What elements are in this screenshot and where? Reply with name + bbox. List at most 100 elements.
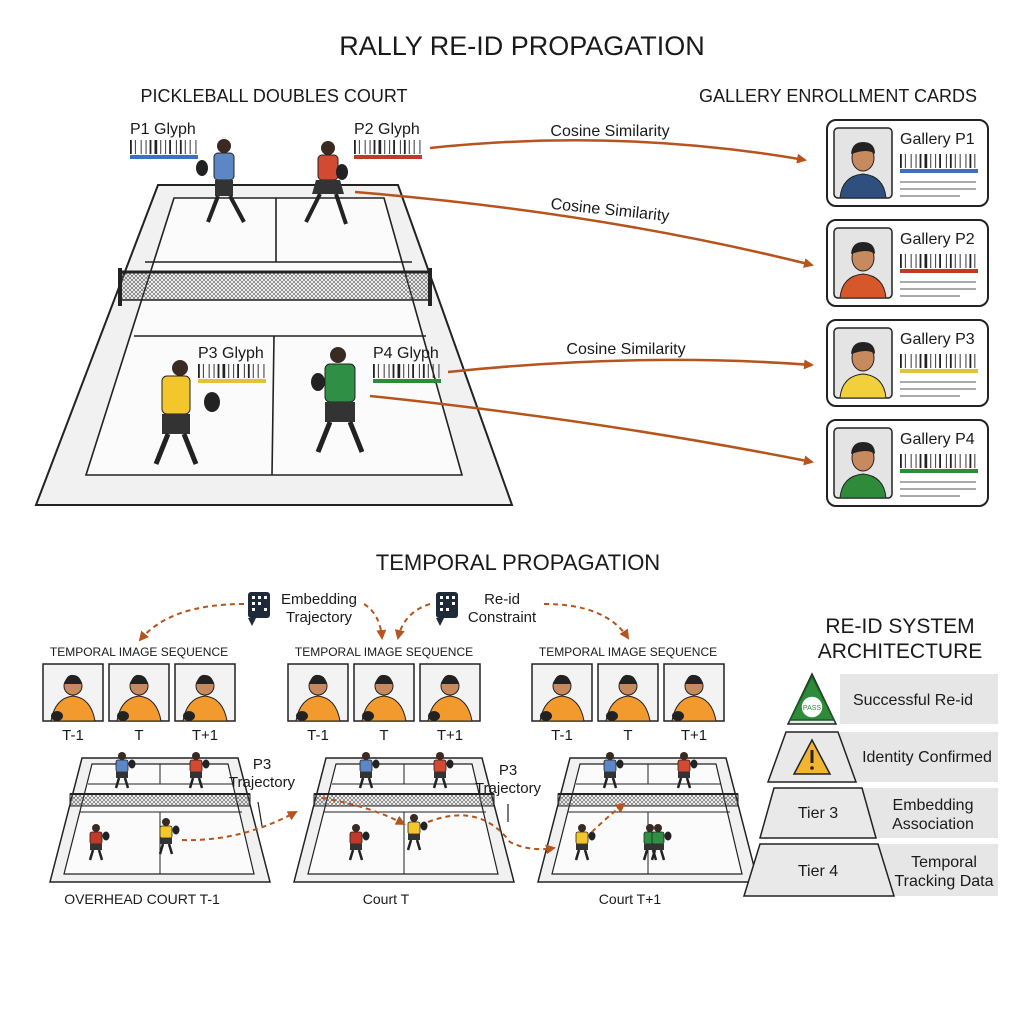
sequence-frame: [663, 663, 725, 722]
frame-time-label: T+1: [437, 727, 463, 744]
frame-time-label: T: [379, 727, 388, 744]
mini-player-p4-alt: [650, 824, 672, 861]
similarity-arrow-p1: [429, 139, 807, 164]
mini-player-p3: [574, 824, 596, 861]
similarity-arrows: [354, 139, 814, 466]
sequence-frame: [174, 663, 236, 722]
frame-time-label: T+1: [192, 727, 218, 744]
mini-player-p1: [114, 752, 136, 789]
temporal-dashed-arrows: [138, 603, 630, 642]
frame-time-label: T: [623, 727, 632, 744]
mini-player-p2: [676, 752, 698, 789]
p1-barcode: [130, 140, 198, 159]
gallery-barcode: [900, 154, 978, 173]
sequence-label: TEMPORAL IMAGE SEQUENCE: [539, 645, 717, 659]
sequence-frame: [597, 663, 659, 722]
mini-player-p3: [158, 818, 180, 855]
overhead-court-t: Court T: [293, 752, 515, 907]
mini-player-p4: [88, 824, 110, 861]
overhead-court-t-minus-1: OVERHEAD COURT T-1: [49, 752, 271, 907]
player-p4-icon: [311, 347, 365, 453]
court-label: OVERHEAD COURT T-1: [64, 891, 220, 907]
mini-player-p2: [432, 752, 454, 789]
mini-player-p3: [406, 814, 428, 851]
sequence-frame: [108, 663, 170, 722]
sequence-frame: [419, 663, 481, 722]
p3-trajectory-arrows: [181, 797, 626, 855]
similarity-arrow-p4: [369, 394, 814, 466]
sequence-label: TEMPORAL IMAGE SEQUENCE: [50, 645, 228, 659]
similarity-label-3: Cosine Similarity: [566, 341, 685, 358]
tier-3-label: Tier 3: [798, 805, 838, 822]
overhead-court-t-plus-1: Court T+1: [537, 752, 759, 907]
gallery-card-p4: Gallery P4: [826, 419, 989, 507]
embedding-trajectory-icon: [248, 592, 270, 626]
sequence-frame: [287, 663, 349, 722]
mini-player-p1: [358, 752, 380, 789]
mini-player-p2: [188, 752, 210, 789]
gallery-card-p3: Gallery P3: [826, 319, 989, 407]
p1-glyph-label: P1 Glyph: [130, 121, 196, 138]
similarity-label-2: Cosine Similarity: [550, 196, 670, 225]
gallery-card-p1: Gallery P1: [826, 119, 989, 207]
tier-1-desc: Successful Re-id: [853, 692, 973, 709]
gallery-barcode: [900, 354, 978, 373]
temporal-sequence-2: TEMPORAL IMAGE SEQUENCE T-1 T T+1: [287, 645, 481, 744]
p3-glyph-label: P3 Glyph: [198, 345, 264, 362]
gallery-card-label: Gallery P2: [900, 231, 975, 248]
p3-barcode: [198, 364, 266, 383]
temporal-heading: TEMPORAL PROPAGATION: [376, 550, 660, 575]
avatar-icon: [839, 442, 887, 499]
court-label: Court T+1: [599, 891, 662, 907]
warning-icon: [792, 738, 832, 775]
similarity-arrow-p3: [447, 358, 814, 374]
p2-glyph: P2 Glyph: [354, 121, 422, 159]
frame-time-label: T: [134, 727, 143, 744]
frame-time-label: T+1: [681, 727, 707, 744]
temporal-sequence-1: TEMPORAL IMAGE SEQUENCE T-1 T T+1: [42, 645, 236, 744]
court-net: [118, 268, 432, 306]
temporal-sequence-3: TEMPORAL IMAGE SEQUENCE T-1 T T+1: [531, 645, 725, 744]
main-title: RALLY RE-ID PROPAGATION: [339, 31, 705, 61]
reid-constraint-icon: [436, 592, 458, 626]
p4-glyph-label: P4 Glyph: [373, 345, 439, 362]
gallery-barcode: [900, 254, 978, 273]
pass-badge-icon: PASS: [788, 674, 836, 721]
p1-glyph: P1 Glyph: [130, 121, 198, 159]
gallery-card-label: Gallery P3: [900, 331, 975, 348]
player-p2-icon: [304, 141, 348, 225]
player-p1-icon: [196, 139, 246, 223]
gallery-heading: GALLERY ENROLLMENT CARDS: [699, 86, 977, 106]
pickleball-court: [34, 184, 514, 506]
pass-badge-text: PASS: [803, 705, 821, 712]
frame-time-label: T-1: [62, 727, 84, 744]
similarity-label-1: Cosine Similarity: [550, 123, 669, 140]
sequence-frame: [531, 663, 593, 722]
sequence-label: TEMPORAL IMAGE SEQUENCE: [295, 645, 473, 659]
gallery-card-label: Gallery P4: [900, 431, 975, 448]
p4-glyph: P4 Glyph: [373, 345, 441, 383]
court-label: Court T: [363, 891, 410, 907]
mini-player-p4: [348, 824, 370, 861]
frame-time-label: T-1: [307, 727, 329, 744]
p3-glyph: P3 Glyph: [198, 345, 266, 383]
architecture-pyramid: PASS Tier 3 Tier 4 Successful Re-id Iden…: [742, 672, 998, 897]
frame-time-label: T-1: [551, 727, 573, 744]
court-heading: PICKLEBALL DOUBLES COURT: [140, 86, 407, 106]
similarity-arrow-p2: [354, 190, 814, 268]
p4-barcode: [373, 364, 441, 383]
gallery-barcode: [900, 454, 978, 473]
avatar-icon: [839, 242, 887, 299]
gallery-card-p2: Gallery P2: [826, 219, 989, 307]
sequence-frame: [42, 663, 104, 722]
avatar-icon: [839, 142, 887, 199]
player-p3-icon: [153, 360, 220, 465]
gallery-card-label: Gallery P1: [900, 131, 975, 148]
